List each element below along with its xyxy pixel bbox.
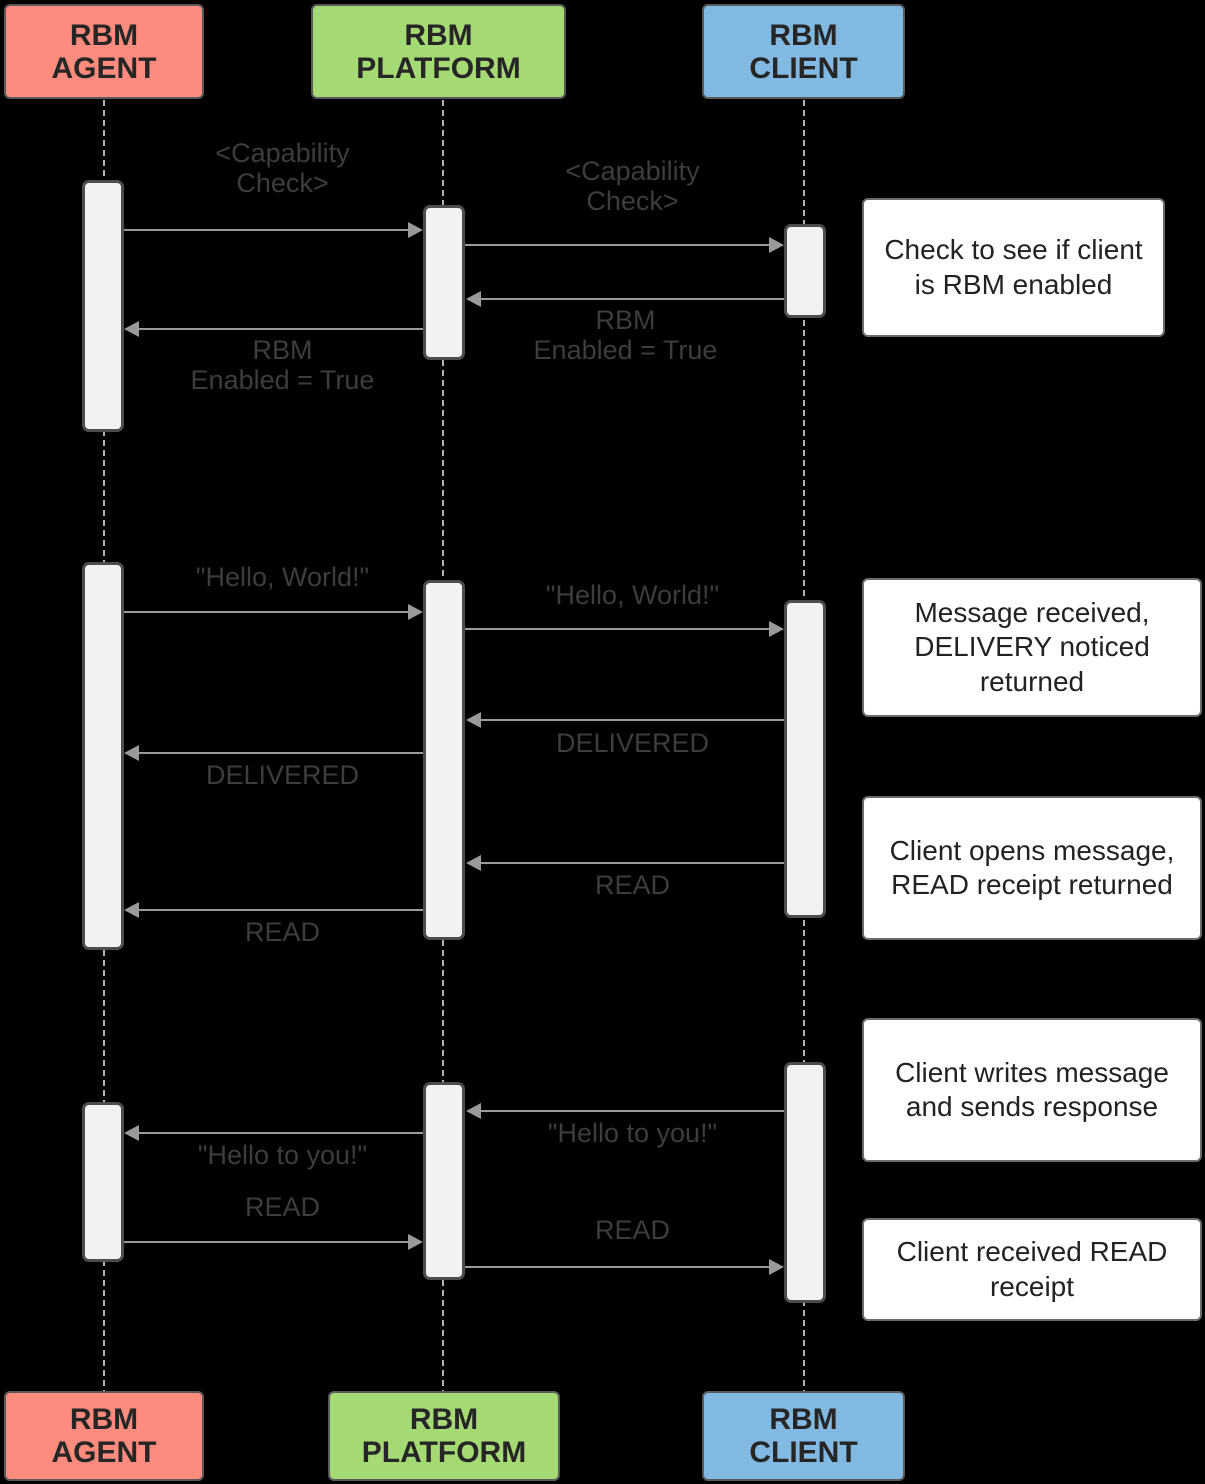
participant-header-platform-line1: RBM [404, 18, 473, 52]
message-arrowhead-m12 [124, 1125, 139, 1141]
participant-header-platform-line2: PLATFORM [356, 51, 521, 85]
message-arrowhead-m14 [769, 1259, 784, 1275]
message-arrowhead-m9 [466, 855, 481, 871]
message-line-m1 [124, 229, 418, 231]
activation-client-2 [784, 600, 826, 918]
message-label-m1: <Capability Check> [215, 138, 350, 199]
participant-footer-platform-line2: PLATFORM [361, 1436, 527, 1469]
message-arrowhead-m10 [124, 902, 139, 918]
participant-header-agent-line2: AGENT [51, 51, 157, 85]
participant-footer-agent-line2: AGENT [51, 1436, 157, 1469]
activation-client-3 [784, 1062, 826, 1303]
message-label-m5: "Hello, World!" [195, 562, 370, 592]
participant-header-client-line1: RBM [769, 18, 838, 52]
message-arrowhead-m8 [124, 745, 139, 761]
participant-header-client-line2: CLIENT [749, 51, 858, 85]
note-box-1: Check to see if client is RBM enabled [862, 198, 1165, 337]
message-line-m13 [124, 1241, 418, 1243]
message-arrowhead-m4 [124, 321, 139, 337]
message-label-m7: DELIVERED [555, 728, 710, 758]
message-label-m13: READ [244, 1192, 320, 1222]
message-line-m14 [465, 1266, 779, 1268]
activation-agent-1 [82, 180, 124, 432]
message-label-m8: DELIVERED [205, 760, 360, 790]
message-arrowhead-m11 [466, 1103, 481, 1119]
message-arrowhead-m13 [408, 1234, 423, 1250]
message-arrowhead-m3 [466, 291, 481, 307]
message-label-m10: READ [244, 917, 320, 947]
participant-header-client[interactable]: RBM CLIENT [702, 4, 905, 99]
participant-footer-agent[interactable]: RBM AGENT [4, 1391, 204, 1481]
message-label-m3: RBM Enabled = True [533, 305, 718, 366]
activation-client-1 [784, 224, 826, 318]
message-line-m7 [480, 719, 784, 721]
participant-footer-client[interactable]: RBM CLIENT [702, 1391, 905, 1481]
message-line-m5 [124, 611, 418, 613]
note-box-5: Client received READ receipt [862, 1218, 1202, 1321]
message-label-m4: RBM Enabled = True [190, 335, 375, 396]
note-box-2: Message received, DELIVERY noticed retur… [862, 578, 1202, 717]
message-line-m2 [465, 244, 779, 246]
participant-footer-agent-line1: RBM [69, 1403, 139, 1436]
message-line-m9 [480, 862, 784, 864]
note-box-3: Client opens message, READ receipt retur… [862, 796, 1202, 940]
message-line-m4 [138, 328, 423, 330]
message-label-m14: READ [594, 1215, 670, 1245]
message-arrowhead-m2 [769, 237, 784, 253]
participant-header-agent[interactable]: RBM AGENT [4, 4, 204, 99]
message-label-m6: "Hello, World!" [545, 580, 720, 610]
message-label-m9: READ [594, 870, 670, 900]
message-label-m11: "Hello to you!" [547, 1118, 718, 1148]
activation-agent-2 [82, 562, 124, 950]
message-arrowhead-m1 [408, 222, 423, 238]
message-line-m8 [138, 752, 423, 754]
message-line-m10 [138, 909, 423, 911]
message-line-m6 [465, 628, 779, 630]
message-label-m12: "Hello to you!" [197, 1140, 368, 1170]
message-label-m2: <Capability Check> [565, 156, 700, 217]
message-arrowhead-m6 [769, 621, 784, 637]
participant-footer-client-line2: CLIENT [749, 1436, 858, 1469]
message-line-m11 [480, 1110, 784, 1112]
activation-platform-1 [423, 205, 465, 360]
message-line-m12 [138, 1132, 423, 1134]
participant-header-agent-line1: RBM [69, 18, 139, 52]
participant-footer-client-line1: RBM [769, 1403, 838, 1436]
message-line-m3 [480, 298, 784, 300]
message-arrowhead-m5 [408, 604, 423, 620]
message-arrowhead-m7 [466, 712, 481, 728]
participant-header-platform[interactable]: RBM PLATFORM [311, 4, 566, 99]
activation-platform-3 [423, 1082, 465, 1280]
participant-footer-platform-line1: RBM [409, 1403, 479, 1436]
activation-agent-3 [82, 1102, 124, 1262]
note-box-4: Client writes message and sends response [862, 1018, 1202, 1162]
activation-platform-2 [423, 580, 465, 940]
participant-footer-platform[interactable]: RBM PLATFORM [328, 1391, 560, 1481]
